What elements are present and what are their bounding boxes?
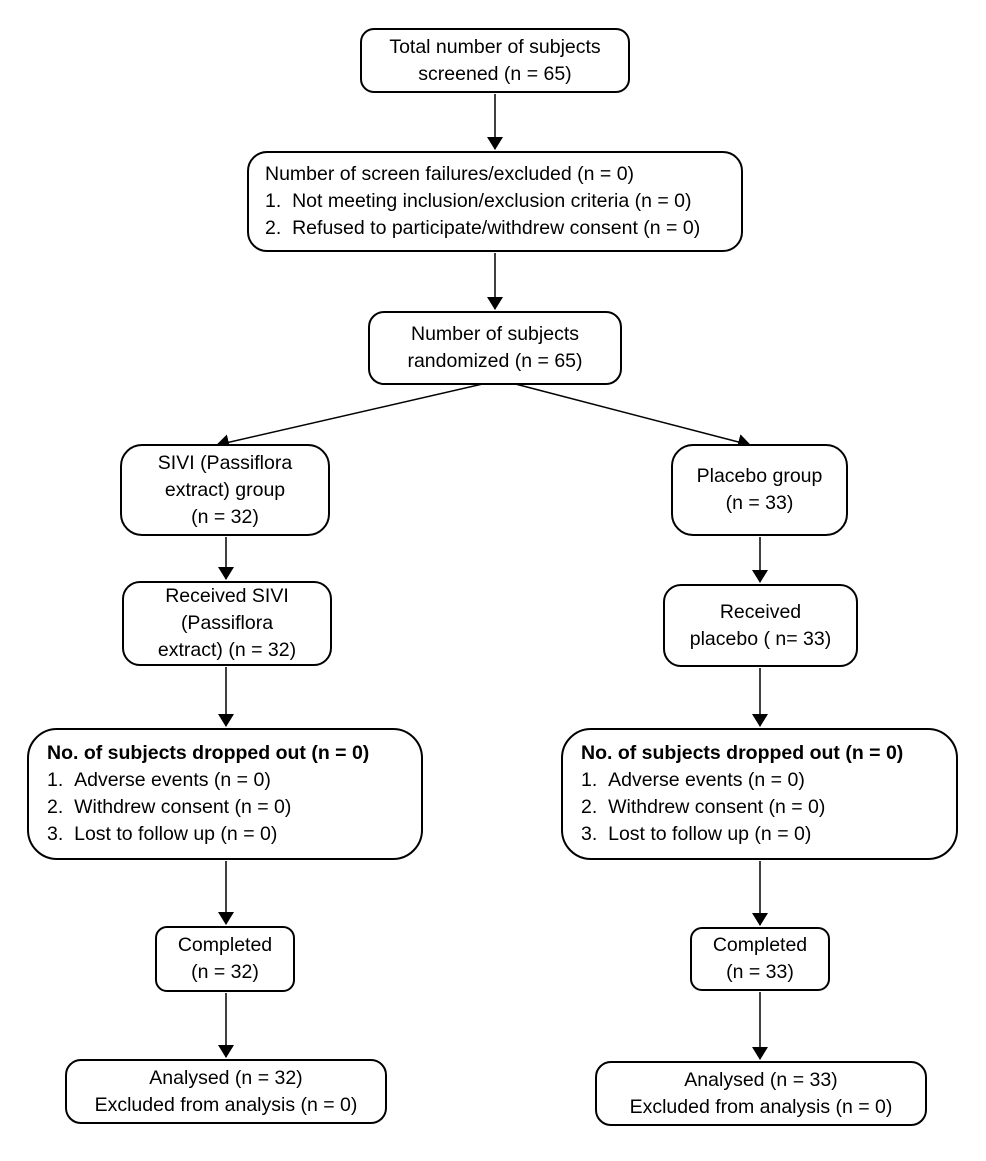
node-text-line: (n = 32) xyxy=(191,505,259,528)
node-text-line: randomized (n = 65) xyxy=(407,350,583,372)
node-text-line: Completed xyxy=(712,934,808,956)
node-text-line: placebo ( n= 33) xyxy=(689,627,832,650)
flow-node-placebo-completed: Completed (n = 33) xyxy=(690,927,830,991)
node-text-line: No. of subjects dropped out (n = 0) xyxy=(47,742,370,764)
flow-node-placebo-dropped-out: No. of subjects dropped out (n = 0) 1. Ad… xyxy=(561,728,958,860)
flow-node-received-sivi: Received SIVI (Passiflora extract) (n = 32… xyxy=(122,581,332,666)
node-text-line: SIVI (Passiflora xyxy=(157,451,293,474)
node-text-line: (n = 33) xyxy=(725,492,794,514)
node-text-line: 1. Adverse events (n = 0) xyxy=(47,769,271,791)
node-text-line: Completed xyxy=(177,934,273,956)
flow-node-received-placebo: Received placebo ( n= 33) xyxy=(663,584,858,667)
node-text-line: (n = 32) xyxy=(191,961,259,983)
flow-arrow-randomized-to-sivi xyxy=(216,379,501,451)
node-text-line: Placebo group xyxy=(696,465,823,487)
node-text-line: Total number of subjects xyxy=(389,35,601,58)
node-text-line: Number of screen failures/excluded (n = … xyxy=(265,163,635,185)
node-text-line: extract) group xyxy=(164,478,286,501)
node-text-line: 3. Lost to follow up (n = 0) xyxy=(47,823,278,845)
flow-node-placebo-analysed: Analysed (n = 33) Excluded from analysis … xyxy=(595,1061,927,1126)
flow-node-sivi-analysed: Analysed (n = 32) Excluded from analysis … xyxy=(65,1059,387,1124)
node-text-line: Received xyxy=(719,600,802,623)
node-text-line: (Passiflora xyxy=(180,612,274,634)
flow-node-sivi-dropped-out: No. of subjects dropped out (n = 0) 1. Ad… xyxy=(27,728,423,860)
flow-node-sivi-completed: Completed (n = 32) xyxy=(155,926,295,992)
node-text-line: Number of subjects xyxy=(411,323,579,345)
flow-node-sivi-group: SIVI (Passiflora extract) group (n = 32) xyxy=(120,444,330,536)
flow-node-randomized: Number of subjects randomized (n = 65) xyxy=(368,311,622,385)
flow-node-total-screened: Total number of subjects screened (n = 65… xyxy=(360,28,630,93)
node-text-line: Excluded from analysis (n = 0) xyxy=(94,1093,358,1116)
node-text-line: Analysed (n = 32) xyxy=(149,1066,303,1089)
node-text-line: extract) (n = 32) xyxy=(157,639,297,661)
node-text-line: 1. Not meeting inclusion/exclusion crite… xyxy=(265,190,692,212)
node-text-line: (n = 33) xyxy=(726,961,794,983)
node-text-line: 2. Refused to participate/withdrew conse… xyxy=(265,217,701,239)
flow-node-screen-failures: Number of screen failures/excluded (n = … xyxy=(247,151,743,252)
flow-node-placebo-group: Placebo group (n = 33) xyxy=(671,444,848,536)
flow-arrow-randomized-to-placebo xyxy=(499,379,751,450)
node-text-line: Analysed (n = 33) xyxy=(684,1068,838,1091)
node-text-line: 3. Lost to follow up (n = 0) xyxy=(581,823,812,845)
node-text-line: 1. Adverse events (n = 0) xyxy=(581,769,805,791)
node-text-line: 2. Withdrew consent (n = 0) xyxy=(581,796,826,818)
node-text-line: Excluded from analysis (n = 0) xyxy=(629,1095,893,1118)
node-text-line: 2. Withdrew consent (n = 0) xyxy=(47,796,292,818)
node-text-line: Received SIVI xyxy=(165,585,289,607)
node-text-line: screened (n = 65) xyxy=(418,62,572,85)
node-text-line: No. of subjects dropped out (n = 0) xyxy=(581,742,904,764)
